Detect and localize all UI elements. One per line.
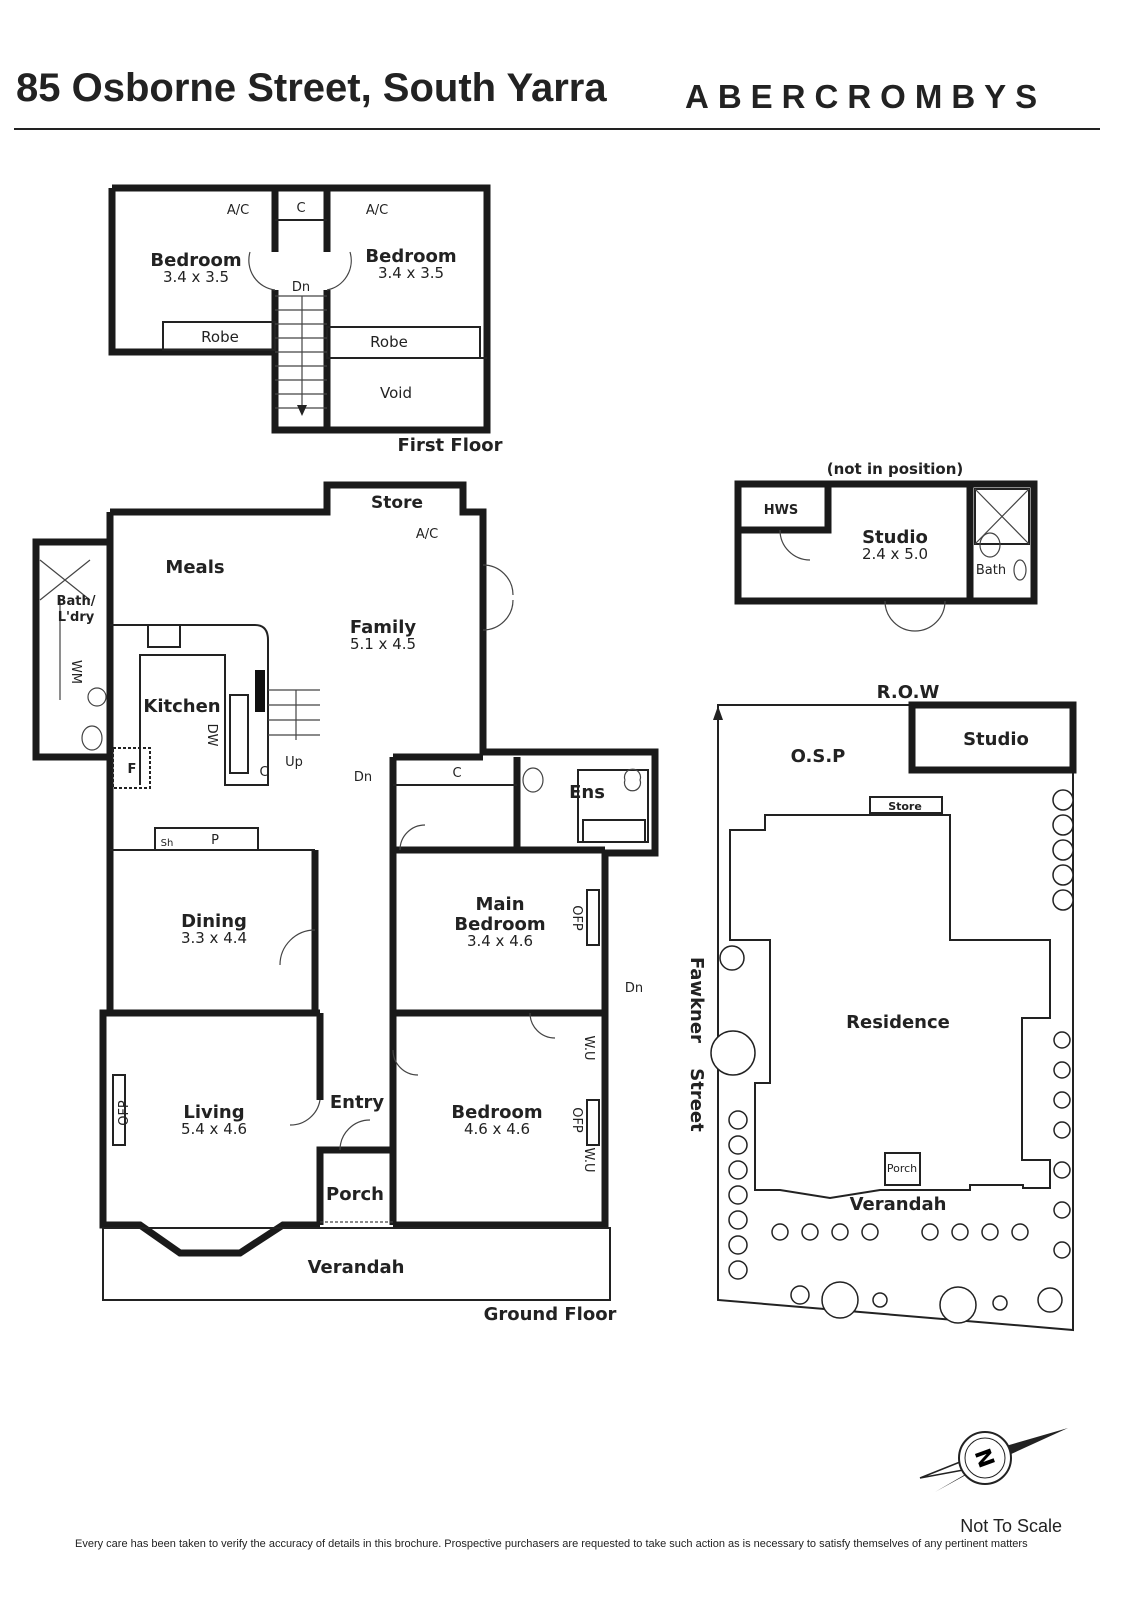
cupboard-label: C [452, 766, 461, 781]
site-verandah-label: Verandah [850, 1194, 947, 1215]
entry-label: Entry [330, 1092, 385, 1113]
agency-logo: ABERCROMBYS [685, 78, 1047, 115]
void-label: Void [380, 384, 412, 402]
robe-label: Robe [201, 328, 239, 346]
washing-machine-label: WM [68, 660, 83, 684]
street-name-label: Fawkner [686, 957, 707, 1043]
main-bedroom-label: Main [475, 894, 524, 915]
bedroom-size: 3.4 x 3.5 [378, 264, 444, 282]
fireplace-label: OFP [569, 1107, 584, 1133]
main-bedroom-size: 3.4 x 4.6 [467, 932, 533, 950]
bedroom-label: Bedroom [150, 250, 241, 271]
stairs-up-label: Up [285, 755, 303, 770]
family-size: 5.1 x 4.5 [350, 635, 416, 653]
kitchen-label: Kitchen [143, 696, 220, 717]
hot-water-label: HWS [764, 503, 799, 518]
wall-unit-label: W.U [581, 1035, 596, 1060]
disclaimer-text: Every care has been taken to verify the … [75, 1538, 1028, 1550]
site-studio-label: Studio [963, 729, 1029, 750]
north-compass-icon: N [919, 1428, 1068, 1492]
header-divider [14, 128, 1100, 130]
robe-label: Robe [370, 333, 408, 351]
first-floor-plan: Bedroom 3.4 x 3.5 Bedroom 3.4 x 3.5 A/C … [108, 184, 503, 456]
bedroom-size: 3.4 x 3.5 [163, 268, 229, 286]
ac-label: A/C [366, 203, 388, 218]
dining-size: 3.3 x 4.4 [181, 929, 247, 947]
site-trees [710, 789, 1074, 1324]
cupboard-label: C [296, 201, 305, 216]
bath-label: Bath/ [57, 594, 96, 609]
fridge-label: F [128, 762, 137, 777]
dishwasher-label: DW [204, 724, 219, 747]
family-label: Family [350, 617, 416, 638]
studio-plan: (not in position) HWS Studio 2.4 x 5.0 B… [734, 460, 1038, 632]
bedroom-label: Bedroom [451, 1102, 542, 1123]
bath-label: Bath [976, 563, 1006, 578]
dining-label: Dining [181, 911, 247, 932]
ground-floor-title: Ground Floor [484, 1304, 617, 1325]
site-store-label: Store [888, 800, 922, 813]
living-label: Living [183, 1102, 244, 1123]
verandah-label: Verandah [308, 1257, 405, 1278]
store-label: Store [371, 493, 423, 513]
studio-position-note: (not in position) [827, 460, 964, 478]
bedroom-label: Bedroom [365, 246, 456, 267]
wall-unit-label: W.U [581, 1147, 596, 1172]
site-porch-label: Porch [887, 1162, 917, 1175]
open-space-label: O.S.P [791, 746, 846, 767]
fireplace-label: OFP [569, 905, 584, 931]
right-of-way-label: R.O.W [877, 682, 940, 703]
fireplace-label: OFP [117, 1100, 132, 1126]
street-name-label: Street [686, 1068, 707, 1132]
shelf-label: Sh [161, 838, 174, 849]
stairs-down-label: Dn [625, 981, 643, 996]
site-plan: R.O.W O.S.P Studio Store Residence Porch… [686, 682, 1077, 1332]
studio-label: Studio [862, 527, 928, 548]
studio-size: 2.4 x 5.0 [862, 545, 928, 563]
residence-label: Residence [846, 1012, 950, 1033]
ac-label: A/C [416, 527, 438, 542]
bedroom-size: 4.6 x 4.6 [464, 1120, 530, 1138]
not-to-scale-label: Not To Scale [960, 1516, 1062, 1536]
cupboard-label: C [259, 765, 268, 780]
meals-label: Meals [165, 557, 224, 578]
ground-floor-plan: Store A/C Meals Bath/ L'dry WM Family 5.… [32, 481, 659, 1325]
ensuite-label: Ens [569, 782, 605, 803]
first-floor-title: First Floor [397, 435, 502, 456]
laundry-label: L'dry [58, 610, 95, 625]
property-address-title: 85 Osborne Street, South Yarra [16, 66, 607, 110]
stairs-down-label: Dn [292, 280, 310, 295]
ac-label: A/C [227, 203, 249, 218]
main-bedroom-label: Bedroom [454, 914, 545, 935]
living-size: 5.4 x 4.6 [181, 1120, 247, 1138]
pantry-label: P [211, 833, 219, 848]
stairs-down-label: Dn [354, 770, 372, 785]
porch-label: Porch [326, 1184, 384, 1205]
